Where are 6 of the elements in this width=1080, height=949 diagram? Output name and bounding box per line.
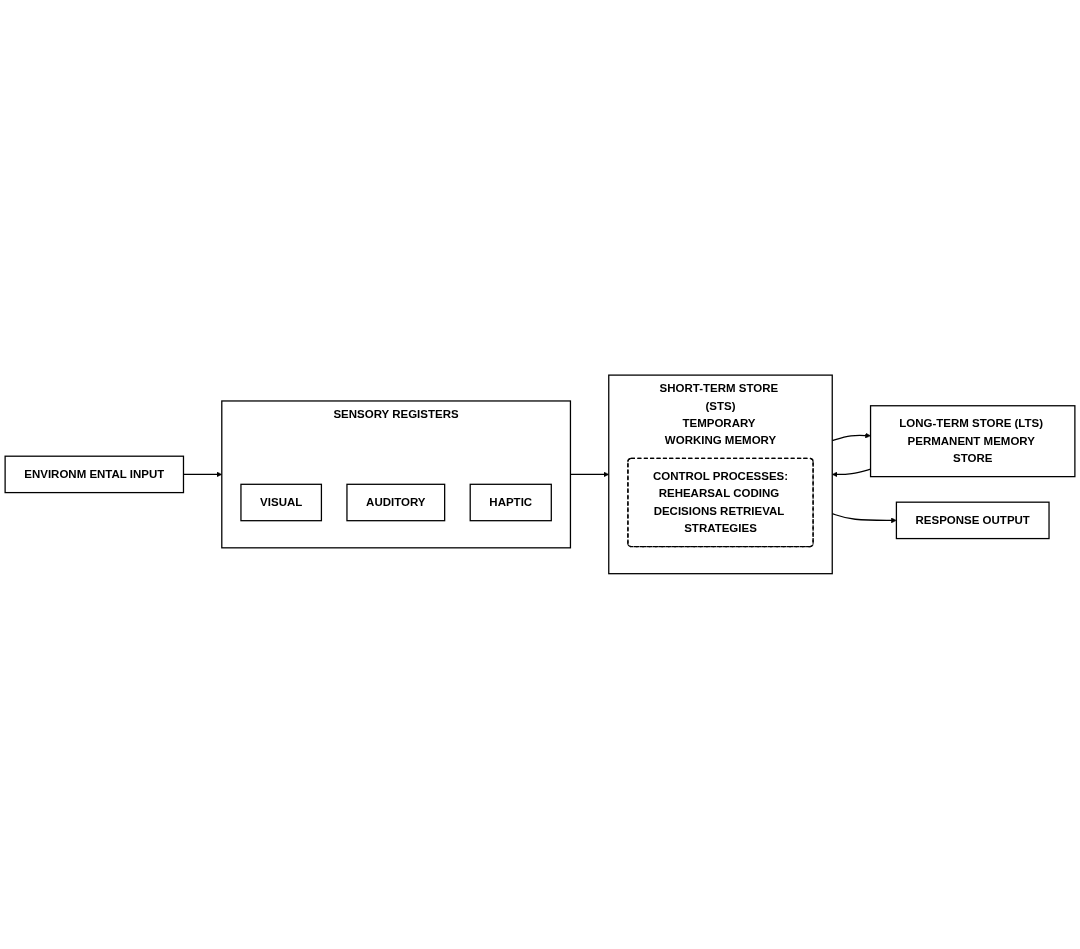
node-box: AUDITORY: [346, 483, 446, 522]
node-box: HAPTIC: [469, 483, 552, 522]
node-box: ENVIRONM ENTAL INPUT: [4, 455, 185, 494]
node-box: VISUAL: [240, 483, 323, 522]
node-box: RESPONSE OUTPUT: [895, 501, 1050, 540]
node-box: LONG-TERM STORE (LTS) PERMANENT MEMORY STORE: [869, 405, 1076, 478]
